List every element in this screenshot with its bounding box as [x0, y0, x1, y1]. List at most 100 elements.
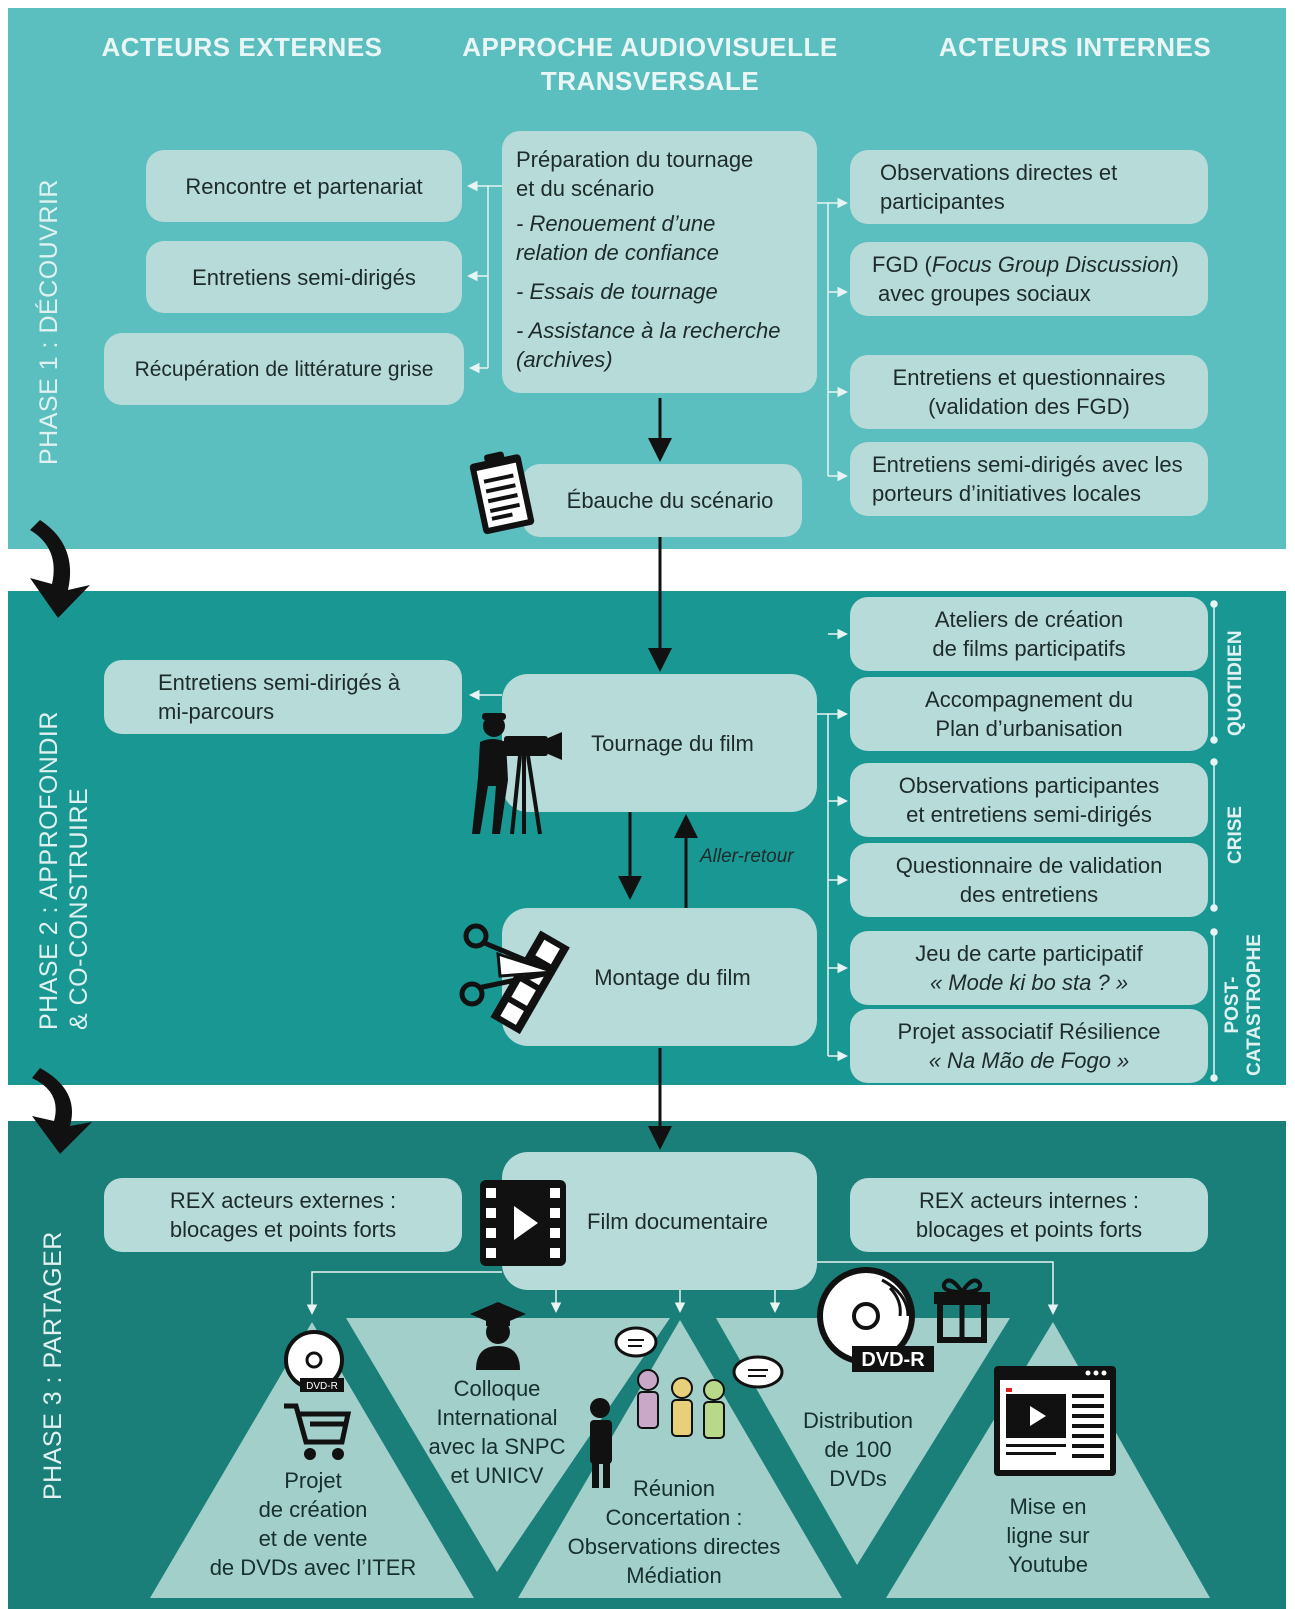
ep-line1: Entretiens semi-dirigés avec les: [872, 452, 1183, 477]
qv-line2: des entretiens: [959, 882, 1099, 907]
fgd-line1-pre: FGD (: [872, 252, 932, 277]
op-line1: Observations participantes: [898, 773, 1160, 798]
aller-retour-label: Aller-retour: [700, 846, 794, 867]
triangle-projet-dvd: [150, 1322, 474, 1598]
preparation-item-3a: - Assistance à la recherche: [516, 318, 781, 343]
box-entretiens-porteurs: Entretiens semi-dirigés avec les porteur…: [850, 442, 1208, 516]
output-reunion-line3: Observations directes: [567, 1534, 781, 1559]
dvd-gift-icon: DVD-R: [817, 1267, 990, 1372]
ac-line2: de films participatifs: [932, 636, 1126, 661]
box-rex-externes: REX acteurs externes : blocages et point…: [104, 1178, 462, 1252]
camera-operator-icon: [472, 713, 562, 835]
output-colloque-line4: et UNICV: [450, 1463, 544, 1488]
output-projet-line4: de DVDs avec l’ITER: [209, 1555, 417, 1580]
jc-line2: « Mode ki bo sta ? »: [929, 970, 1129, 995]
output-distribution-line1: Distribution: [802, 1408, 914, 1433]
triangle-distribution: [716, 1318, 1010, 1565]
preparation-item-2: - Essais de tournage: [516, 279, 718, 304]
rexi-line1: REX acteurs internes :: [918, 1188, 1140, 1213]
qv-line1: Questionnaire de validation: [895, 853, 1163, 878]
mp-line2: mi-parcours: [158, 699, 275, 724]
header-center-line2: TRANSVERSALE: [540, 66, 760, 96]
output-reunion-line4: Médiation: [626, 1563, 722, 1588]
output-youtube: Mise en ligne sur Youtube: [968, 1492, 1128, 1579]
box-fgd: FGD (Focus Group Discussion) avec groupe…: [850, 242, 1208, 316]
box-ateliers-creation: Ateliers de création de films participat…: [850, 597, 1208, 671]
dvd-label-large: DVD-R: [861, 1349, 925, 1371]
obs-line1: Observations directes et: [880, 160, 1118, 185]
rexe-line2: blocages et points forts: [169, 1217, 397, 1242]
box-questionnaire-validation: Questionnaire de validation des entretie…: [850, 843, 1208, 917]
output-reunion-line1: Réunion: [633, 1476, 715, 1501]
box-projet-resilience: Projet associatif Résilience « Na Mão de…: [850, 1009, 1208, 1083]
output-colloque-line1: Colloque: [453, 1376, 541, 1401]
ap-line1: Accompagnement du: [925, 687, 1133, 712]
box-entretiens-mi-parcours: Entretiens semi-dirigés à mi-parcours: [104, 660, 462, 734]
fgd-line1: FGD (Focus Group Discussion): [872, 250, 1179, 279]
scissors-film-icon: [459, 923, 570, 1035]
output-distribution-line2: de 100: [824, 1437, 892, 1462]
preparation-item-3b: (archives): [516, 347, 613, 372]
ap-line2: Plan d’urbanisation: [935, 716, 1123, 741]
header-internal-actors: ACTEURS INTERNES: [938, 32, 1212, 62]
box-jeu-carte: Jeu de carte participatif « Mode ki bo s…: [850, 931, 1208, 1005]
fgd-line1-em: Focus Group Discussion: [931, 252, 1172, 277]
ac-line1: Ateliers de création: [934, 607, 1124, 632]
triangle-colloque: [346, 1318, 670, 1572]
output-distribution: Distribution de 100 DVDs: [778, 1406, 938, 1493]
film-play-icon: [480, 1180, 566, 1266]
box-observations-participantes: Observations participantes et entretiens…: [850, 763, 1208, 837]
output-projet-line3: et de vente: [258, 1526, 368, 1551]
preparation-title-line2: et du scénario: [516, 176, 655, 201]
preparation-item-1a: - Renouement d’une: [516, 211, 716, 236]
preparation-title-line1: Préparation du tournage: [516, 147, 754, 172]
rexe-line1: REX acteurs externes :: [169, 1188, 397, 1213]
header-audiovisual-approach: APPROCHE AUDIOVISUELLE TRANSVERSALE: [440, 30, 860, 98]
box-litterature-grise: Récupération de littérature grise: [104, 333, 464, 405]
op-line2: et entretiens semi-dirigés: [906, 802, 1152, 827]
output-projet-line1: Projet: [284, 1468, 342, 1493]
box-entretiens-semi-diriges: Entretiens semi-dirigés: [146, 241, 462, 313]
pr-line2: « Na Mão de Fogo »: [928, 1048, 1130, 1073]
output-projet-dvd: Projet de création et de vente de DVDs a…: [190, 1466, 436, 1582]
box-ebauche-scenario: Ébauche du scénario: [522, 464, 802, 537]
preparation-item-1b: relation de confiance: [516, 240, 720, 265]
eq-line2: (validation des FGD): [928, 394, 1130, 419]
obs-line2: participantes: [880, 189, 1005, 214]
header-external-actors: ACTEURS EXTERNES: [101, 32, 383, 62]
pr-line1: Projet associatif Résilience: [897, 1019, 1161, 1044]
output-colloque: Colloque International avec la SNPC et U…: [404, 1374, 590, 1490]
box-preparation-tournage: Préparation du tournage et du scénario -…: [502, 131, 817, 393]
mp-line1: Entretiens semi-dirigés à: [158, 670, 401, 695]
triangle-reunion: [518, 1320, 842, 1598]
fgd-line1-post: ): [1171, 252, 1179, 277]
graduate-icon: [470, 1302, 526, 1370]
fgd-line2: avec groupes sociaux: [878, 281, 1091, 306]
output-colloque-line2: International: [436, 1405, 558, 1430]
dvd-cart-icon: DVD-R: [284, 1330, 352, 1460]
ep-line2: porteurs d’initiatives locales: [872, 481, 1142, 506]
jc-line1: Jeu de carte participatif: [915, 941, 1143, 966]
dvd-label-small: DVD-R: [306, 1381, 338, 1392]
output-youtube-line1: Mise en: [1009, 1494, 1087, 1519]
rexi-line2: blocages et points forts: [915, 1217, 1143, 1242]
output-reunion: Réunion Concertation : Observations dire…: [550, 1474, 798, 1590]
output-reunion-line2: Concertation :: [605, 1505, 743, 1530]
output-youtube-line3: Youtube: [1008, 1552, 1088, 1577]
box-rex-internes: REX acteurs internes : blocages et point…: [850, 1178, 1208, 1252]
box-entretiens-questionnaires: Entretiens et questionnaires (validation…: [850, 355, 1208, 429]
box-montage-film: Montage du film: [502, 908, 817, 1046]
output-youtube-line2: ligne sur: [1006, 1523, 1090, 1548]
output-distribution-line3: DVDs: [829, 1466, 887, 1491]
box-observations-directes: Observations directes et participantes: [850, 150, 1208, 224]
meeting-people-icon: [590, 1326, 784, 1488]
clipboard-icon: [469, 451, 535, 535]
eq-line1: Entretiens et questionnaires: [892, 365, 1166, 390]
box-rencontre-partenariat: Rencontre et partenariat: [146, 150, 462, 222]
box-accompagnement-plan: Accompagnement du Plan d’urbanisation: [850, 677, 1208, 751]
header-center-line1: APPROCHE AUDIOVISUELLE: [462, 32, 838, 62]
output-colloque-line3: avec la SNPC: [428, 1434, 566, 1459]
